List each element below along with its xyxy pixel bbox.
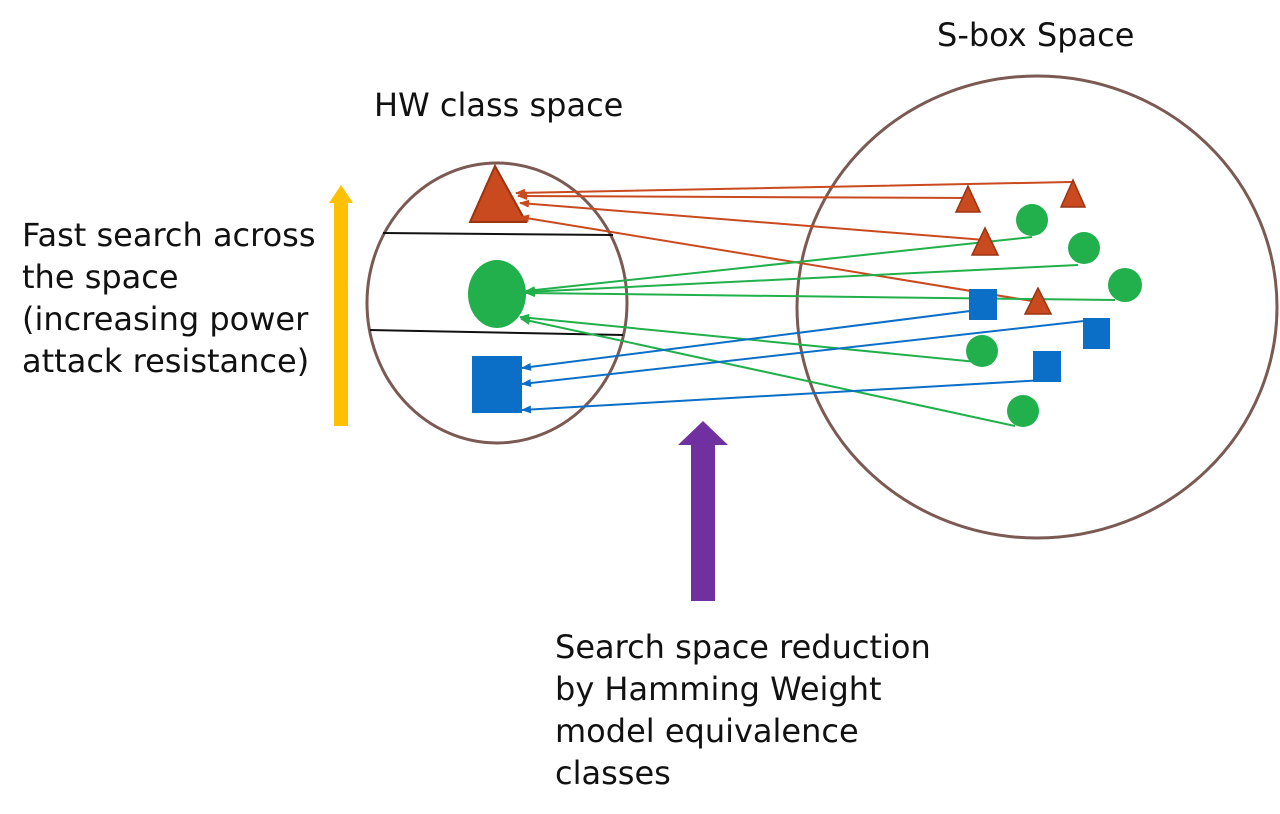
hw-class-circle — [468, 260, 526, 328]
sbox-triangles — [954, 178, 1087, 315]
sbox-square — [1083, 318, 1110, 349]
hw-class-space-title: HW class space — [374, 86, 624, 124]
sbox-circle — [966, 335, 998, 367]
fast-search-label: Fast search across the space (increasing… — [22, 214, 316, 382]
circle-mapping-line — [525, 236, 1033, 295]
hw-class-divider-bottom — [369, 329, 624, 336]
sbox-triangle — [1023, 286, 1053, 315]
hw-class-divider-top — [382, 232, 614, 236]
triangle-mapping-line — [519, 214, 1039, 303]
fast-search-arrow — [329, 185, 353, 426]
sbox-space-title: S-box Space — [937, 16, 1135, 54]
circle-mapping-line — [525, 264, 1079, 296]
triangle-mapping-line — [515, 181, 1073, 197]
hw-class-space-circle — [365, 161, 629, 445]
circle-mapping-line — [520, 316, 1016, 427]
circle-mapping-line — [525, 289, 1116, 301]
sbox-space-circle — [795, 74, 1279, 540]
fast-search-label-line: (increasing power — [22, 300, 309, 338]
square-mapping-line — [521, 309, 979, 371]
sbox-square — [1033, 351, 1061, 382]
sbox-triangle — [954, 184, 982, 213]
search-space-reduction-label: Search space reduction by Hamming Weight… — [555, 626, 931, 794]
sbox-circle — [1016, 204, 1048, 236]
fast-search-label-line: the space — [22, 258, 179, 296]
hw-class-triangle — [468, 163, 528, 223]
sbox-triangle — [970, 226, 1000, 256]
reduction-label-line: model equivalence — [555, 712, 859, 750]
sbox-squares — [969, 289, 1110, 382]
reduction-label-line: by Hamming Weight — [555, 670, 882, 708]
square-mapping-line — [521, 379, 1046, 414]
triangle-mappings — [515, 181, 1073, 303]
sbox-circles — [966, 204, 1142, 427]
reduction-label-line: Search space reduction — [555, 628, 931, 666]
sbox-circle — [1108, 268, 1142, 302]
square-mapping-line — [521, 320, 1085, 387]
hw-class-square — [472, 356, 522, 413]
triangle-mapping-line — [517, 192, 969, 201]
fast-search-label-line: attack resistance) — [22, 342, 310, 380]
sbox-square — [969, 289, 997, 320]
square-mappings — [521, 309, 1085, 414]
search-space-reduction-arrow — [678, 421, 728, 601]
sbox-circle — [1007, 395, 1039, 427]
reduction-label-line: classes — [555, 754, 671, 792]
fast-search-label-line: Fast search across — [22, 216, 316, 254]
sbox-circle — [1068, 232, 1100, 264]
triangle-mapping-line — [519, 199, 986, 241]
sbox-triangle — [1059, 178, 1087, 208]
